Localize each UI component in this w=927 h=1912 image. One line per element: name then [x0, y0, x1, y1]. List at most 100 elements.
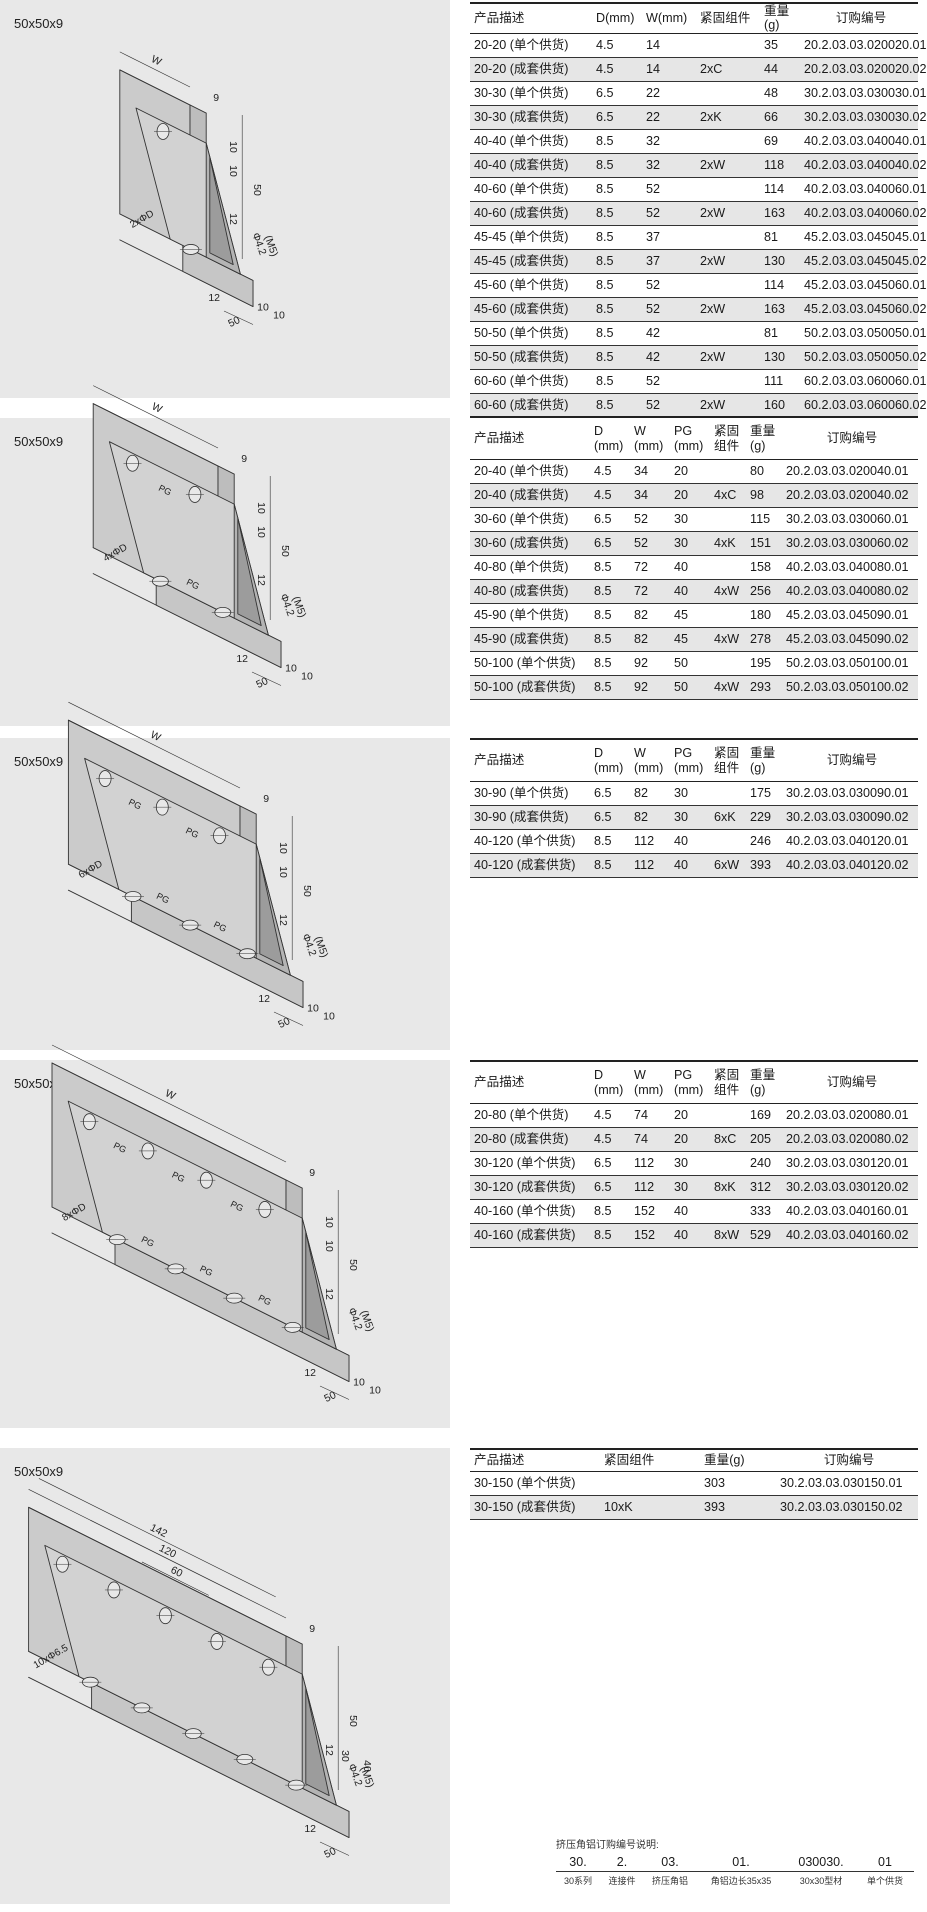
- table-cell: 60-60 (成套供货): [474, 398, 569, 413]
- table-cell: 74: [634, 1108, 649, 1123]
- depth-label: 40: [361, 1760, 373, 1772]
- table-cell: 112: [634, 858, 655, 873]
- table-cell: 130: [764, 350, 786, 365]
- table-cell: 14: [646, 38, 661, 53]
- table-cell: 40-120 (单个供货): [474, 834, 576, 849]
- section-label: 50x50x9: [14, 434, 64, 449]
- table-cell: 118: [764, 158, 785, 173]
- table-cell: 2xW: [700, 158, 726, 173]
- legend-desc: 挤压角铝: [651, 1876, 688, 1886]
- table-cell: 45-45 (单个供货): [474, 230, 569, 245]
- table-cell: 40: [674, 858, 689, 873]
- legend-segment: 30.30系列: [556, 1855, 600, 1887]
- legend-code: 01: [856, 1855, 914, 1872]
- rib-label: 12: [258, 993, 270, 1005]
- table-cell: 30.2.03.03.030060.02: [786, 536, 909, 551]
- legend-code: 30.: [556, 1855, 600, 1872]
- table-cell: 30: [674, 1180, 689, 1195]
- table-cell: 8.5: [596, 134, 614, 149]
- legend-segment: 2.连接件: [600, 1855, 644, 1887]
- section-label: 50x50x9: [14, 754, 64, 769]
- legend-desc: 30x30型材: [799, 1876, 843, 1886]
- table-cell: 66: [764, 110, 779, 125]
- rib-label: 12: [236, 653, 248, 665]
- legend-segment: 030030.30x30型材: [786, 1855, 856, 1887]
- table-cell: 20-20 (单个供货): [474, 38, 569, 53]
- width-dimension-label: 120: [157, 1542, 178, 1561]
- table-cell: 50: [674, 656, 689, 671]
- table-cell: 151: [750, 536, 772, 551]
- table-cell: 45.2.03.03.045060.01: [804, 278, 927, 293]
- table-cell: 72: [634, 560, 649, 575]
- legend-code: 2.: [600, 1855, 644, 1872]
- width-dimension-label: 50: [226, 314, 242, 330]
- thickness-label: 9: [241, 453, 247, 465]
- width-dimension-line: [90, 1519, 243, 1597]
- table-cell: 30-30 (单个供货): [474, 86, 569, 101]
- table-cell: 45: [674, 632, 689, 647]
- column-header: D (mm): [594, 746, 624, 775]
- legend-desc: 单个供货: [866, 1876, 903, 1886]
- table-cell: 40-80 (成套供货): [474, 584, 569, 599]
- section-label: 50x50x9: [14, 1464, 64, 1479]
- table-cell: 30-30 (成套供货): [474, 110, 569, 125]
- table-cell: 256: [750, 584, 772, 599]
- column-header: W (mm): [634, 746, 664, 775]
- thickness-label: 9: [263, 793, 269, 805]
- legend-code: 01.: [696, 1855, 786, 1872]
- table-cell: 6xW: [714, 858, 740, 873]
- table-cell: 50.2.03.03.050050.02: [804, 350, 927, 365]
- offset-label: 10: [285, 663, 297, 675]
- offset-label: 10: [323, 1240, 335, 1252]
- table-cell: 8.5: [596, 182, 614, 197]
- table-cell: 40.2.03.03.040120.02: [786, 858, 909, 873]
- table-cell: 8.5: [596, 206, 614, 221]
- table-cell: 37: [646, 230, 661, 245]
- table-cell: 20.2.03.03.020020.02: [804, 62, 927, 77]
- table-cell: 45.2.03.03.045060.02: [804, 302, 927, 317]
- legend-segment: 01.角铝边长35x35: [696, 1855, 786, 1887]
- height-dimension-label: 50: [347, 1259, 359, 1271]
- table-cell: 20.2.03.03.020040.01: [786, 464, 909, 479]
- table-cell: 8.5: [596, 350, 614, 365]
- table-cell: 30.2.03.03.030120.01: [786, 1156, 909, 1171]
- table-cell: 30: [674, 810, 689, 825]
- table-cell: 45: [674, 608, 689, 623]
- table-cell: 98: [750, 488, 765, 503]
- table-cell: 30.2.03.03.030120.02: [786, 1180, 909, 1195]
- width-dimension-label: 50: [276, 1015, 292, 1031]
- offset-label: 10: [307, 1003, 319, 1015]
- thickness-label: 9: [309, 1623, 315, 1635]
- table-cell: 50-100 (成套供货): [474, 680, 576, 695]
- table-cell: 112: [634, 834, 655, 849]
- table-cell: 8.5: [596, 374, 614, 389]
- table-cell: 6.5: [594, 810, 612, 825]
- table-cell: 40.2.03.03.040080.01: [786, 560, 909, 575]
- table-cell: 4.5: [594, 488, 612, 503]
- width-dimension-line: [141, 1561, 209, 1596]
- offset-label: 10: [257, 302, 269, 314]
- column-header: 重量 (g): [750, 1068, 776, 1097]
- table-cell: 92: [634, 656, 649, 671]
- w-dimension-line: [93, 385, 219, 449]
- table-cell: 74: [634, 1132, 649, 1147]
- rib-label: 12: [277, 914, 289, 926]
- table-cell: 30-120 (成套供货): [474, 1180, 576, 1195]
- table-cell: 240: [750, 1156, 772, 1171]
- table-cell: 45-60 (单个供货): [474, 278, 569, 293]
- table-cell: 82: [634, 786, 649, 801]
- width-dimension-line: [273, 1011, 304, 1026]
